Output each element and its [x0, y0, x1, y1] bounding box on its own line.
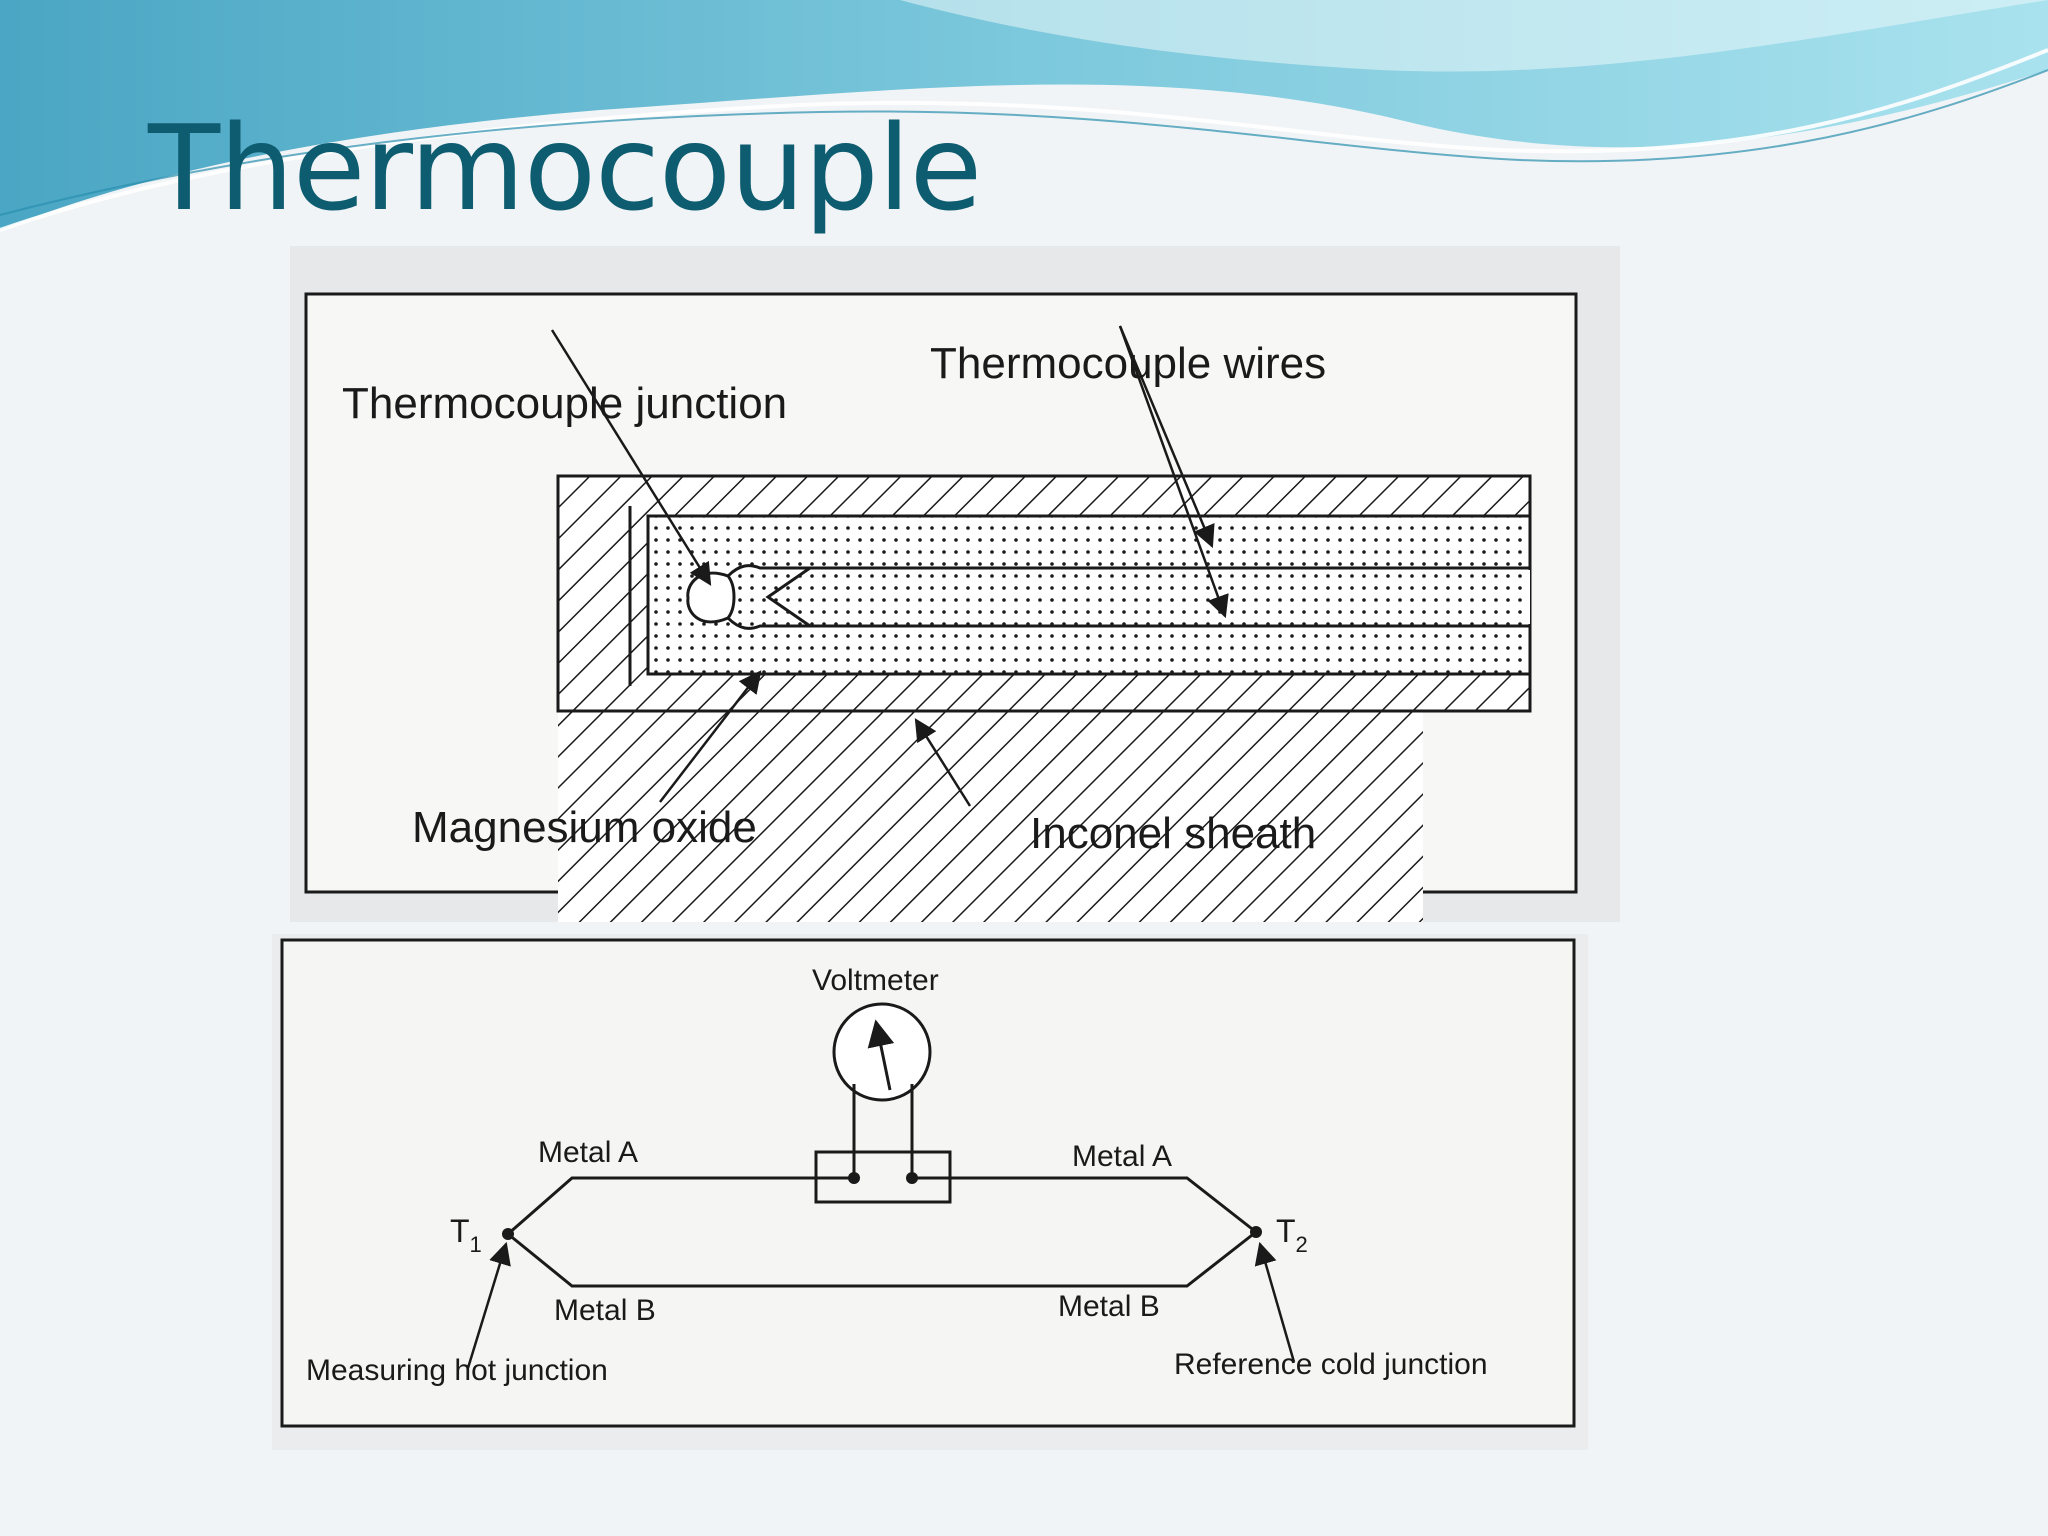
hot-junction-pointer [466, 1241, 511, 1369]
hot-junction-dot [502, 1228, 514, 1240]
junction-bead [686, 571, 736, 624]
header-wave [0, 0, 2048, 232]
label-t2: T2 [1276, 1213, 1308, 1257]
label-voltmeter: Voltmeter [812, 964, 939, 997]
label-inconel-sheath: Inconel sheath [1030, 809, 1316, 858]
label-reference-cold-junction: Reference cold junction [1174, 1348, 1488, 1381]
probe-diagram: Thermocouple junction Thermocouple wires… [290, 246, 1620, 922]
label-magnesium-oxide: Magnesium oxide [412, 803, 757, 852]
thermocouple-wires [726, 564, 1530, 630]
metal-b-wire [507, 1230, 1257, 1288]
junction-pointer [550, 329, 712, 586]
cold-junction-pointer [1254, 1241, 1296, 1363]
sheath-pointer [914, 718, 972, 807]
label-metal-a-right: Metal A [1072, 1140, 1172, 1173]
cold-junction-dot [1250, 1226, 1262, 1238]
slide-title: Thermocouple [148, 99, 982, 237]
circuit-diagram: Voltmeter Metal A Metal A Metal B Metal … [272, 934, 1588, 1450]
label-metal-b-left: Metal B [554, 1294, 656, 1327]
label-measuring-hot-junction: Measuring hot junction [306, 1354, 608, 1387]
wires-pointer-upper [1118, 325, 1215, 549]
label-metal-b-right: Metal B [1058, 1290, 1160, 1323]
wires-pointer-lower [1118, 325, 1229, 619]
label-thermocouple-junction: Thermocouple junction [342, 379, 787, 428]
label-thermocouple-wires: Thermocouple wires [930, 339, 1326, 388]
label-metal-a-left: Metal A [538, 1136, 638, 1169]
circuit-frame [280, 938, 1576, 1428]
oxide-pointer [659, 670, 762, 803]
metal-a-wire [507, 1176, 854, 1236]
voltmeter-needle [867, 1019, 895, 1091]
label-t1: T1 [450, 1213, 482, 1257]
